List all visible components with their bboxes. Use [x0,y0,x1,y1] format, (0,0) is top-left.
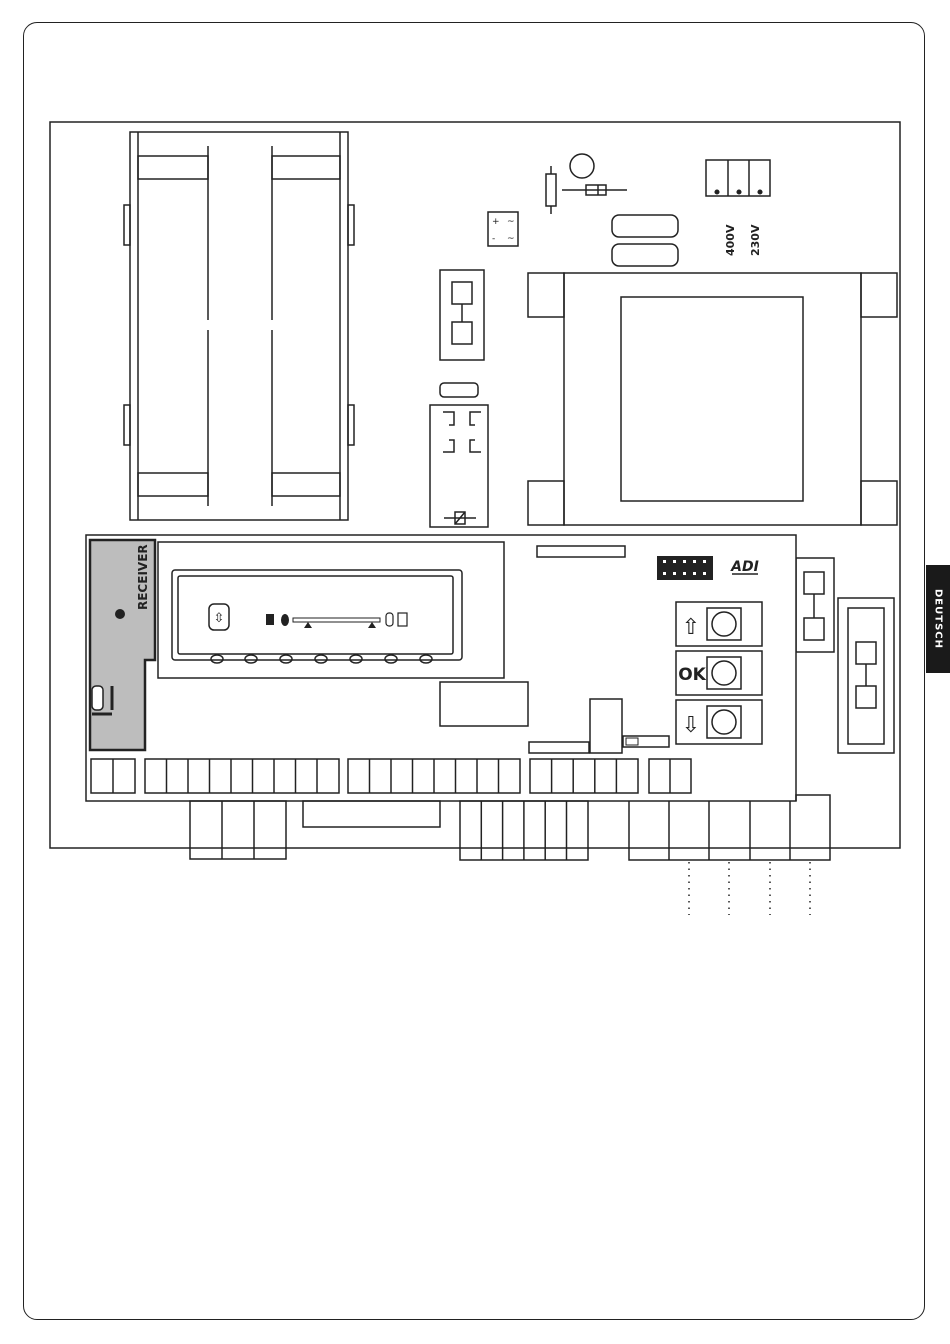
ok-button-label: OK [678,665,706,685]
receiver-label: RECEIVER [136,544,150,610]
svg-text:+: + [492,217,500,227]
capacitor-block [124,132,354,520]
pad-upper [612,215,678,237]
voltage-selector-block [706,160,770,196]
display-mode-icon: ⇳ [214,611,225,626]
discrete-components [546,154,627,214]
fuse-holder-right-small [796,558,834,652]
relay [430,405,488,527]
lower-terminals [190,795,830,860]
svg-text:~: ~ [507,234,515,244]
small-pad [440,383,478,397]
transformer [528,273,897,525]
down-arrow-icon: ⇩ [682,713,700,738]
voltage-label-400: 400V [724,224,737,256]
dotted-wire-leads [689,862,810,915]
pad-lower [612,244,678,266]
pin-header [657,556,713,580]
fuse-holder-main [440,270,484,360]
fuse-holder-right-large [838,598,894,753]
svg-text:~: ~ [507,217,515,227]
up-arrow-icon: ⇧ [682,615,700,640]
brand-logo: ADI [730,559,759,575]
svg-text:-: - [492,234,495,244]
voltage-label-230: 230V [749,224,762,256]
bridge-rectifier: + - ~ ~ [488,212,518,246]
